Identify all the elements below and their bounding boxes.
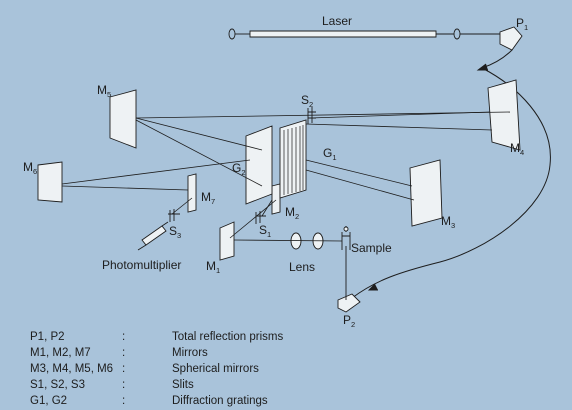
label-sample: Sample xyxy=(351,241,392,255)
legend-value: Diffraction gratings xyxy=(172,395,268,407)
legend-separator: : xyxy=(122,363,126,375)
label-p2: P2 xyxy=(343,313,355,329)
optical-diagram: Laser P1 M5 S2 M4 G1 G2 M6 M7 M2 M3 S1 S… xyxy=(23,14,551,329)
label-s3: S3 xyxy=(169,224,181,240)
legend-value: Mirrors xyxy=(172,347,208,359)
label-m2: M2 xyxy=(285,205,299,221)
label-m7: M7 xyxy=(201,190,215,206)
label-s1: S1 xyxy=(259,223,271,239)
legend-separator: : xyxy=(122,331,126,343)
mirror-m6 xyxy=(37,161,63,203)
legend: P1, P2 : Total reflection prisms M1, M2,… xyxy=(30,329,550,409)
grating-g1 xyxy=(279,119,307,199)
legend-key: P1, P2 xyxy=(30,331,65,343)
mirror-m5 xyxy=(109,89,137,149)
legend-key: M3, M4, M5, M6 xyxy=(30,363,114,375)
optical-fiber xyxy=(351,49,551,299)
beam-paths xyxy=(61,111,511,242)
legend-separator: : xyxy=(122,395,126,407)
legend-row: P1, P2 : Total reflection prisms xyxy=(30,329,550,345)
label-g1: G1 xyxy=(323,146,337,162)
mirror-m4 xyxy=(487,79,521,151)
label-m3: M3 xyxy=(441,214,455,230)
legend-value: Slits xyxy=(172,379,194,391)
legend-separator: : xyxy=(122,379,126,391)
legend-separator: : xyxy=(122,347,126,359)
mirror-m1 xyxy=(219,221,235,261)
label-photomultiplier: Photomultiplier xyxy=(102,258,181,272)
label-m1: M1 xyxy=(206,259,220,275)
label-lens: Lens xyxy=(289,260,315,274)
legend-value: Total reflection prisms xyxy=(172,331,284,343)
mirror-m7 xyxy=(187,173,197,213)
grating-g2 xyxy=(245,125,273,205)
legend-key: G1, G2 xyxy=(30,395,68,407)
prism-p1 xyxy=(499,26,523,51)
label-m6: M6 xyxy=(23,160,37,176)
legend-value: Spherical mirrors xyxy=(172,363,259,375)
legend-row: M3, M4, M5, M6 : Spherical mirrors xyxy=(30,361,550,377)
label-p1: P1 xyxy=(516,16,528,32)
prism-p2 xyxy=(337,293,361,313)
slit-s3 xyxy=(168,209,180,222)
legend-row: S1, S2, S3 : Slits xyxy=(30,377,550,393)
legend-key: M1, M2, M7 xyxy=(30,347,91,359)
label-m4: M4 xyxy=(510,141,524,157)
photomultiplier xyxy=(137,221,169,251)
label-g2: G2 xyxy=(232,161,246,177)
label-m5: M5 xyxy=(97,83,111,99)
mirror-m3 xyxy=(409,159,443,227)
label-s2: S2 xyxy=(301,93,313,109)
legend-row: G1, G2 : Diffraction gratings xyxy=(30,393,550,409)
legend-row: M1, M2, M7 : Mirrors xyxy=(30,345,550,361)
label-laser: Laser xyxy=(322,14,352,28)
mirror-m2 xyxy=(271,183,281,215)
laser xyxy=(228,28,505,40)
legend-key: S1, S2, S3 xyxy=(30,379,85,391)
